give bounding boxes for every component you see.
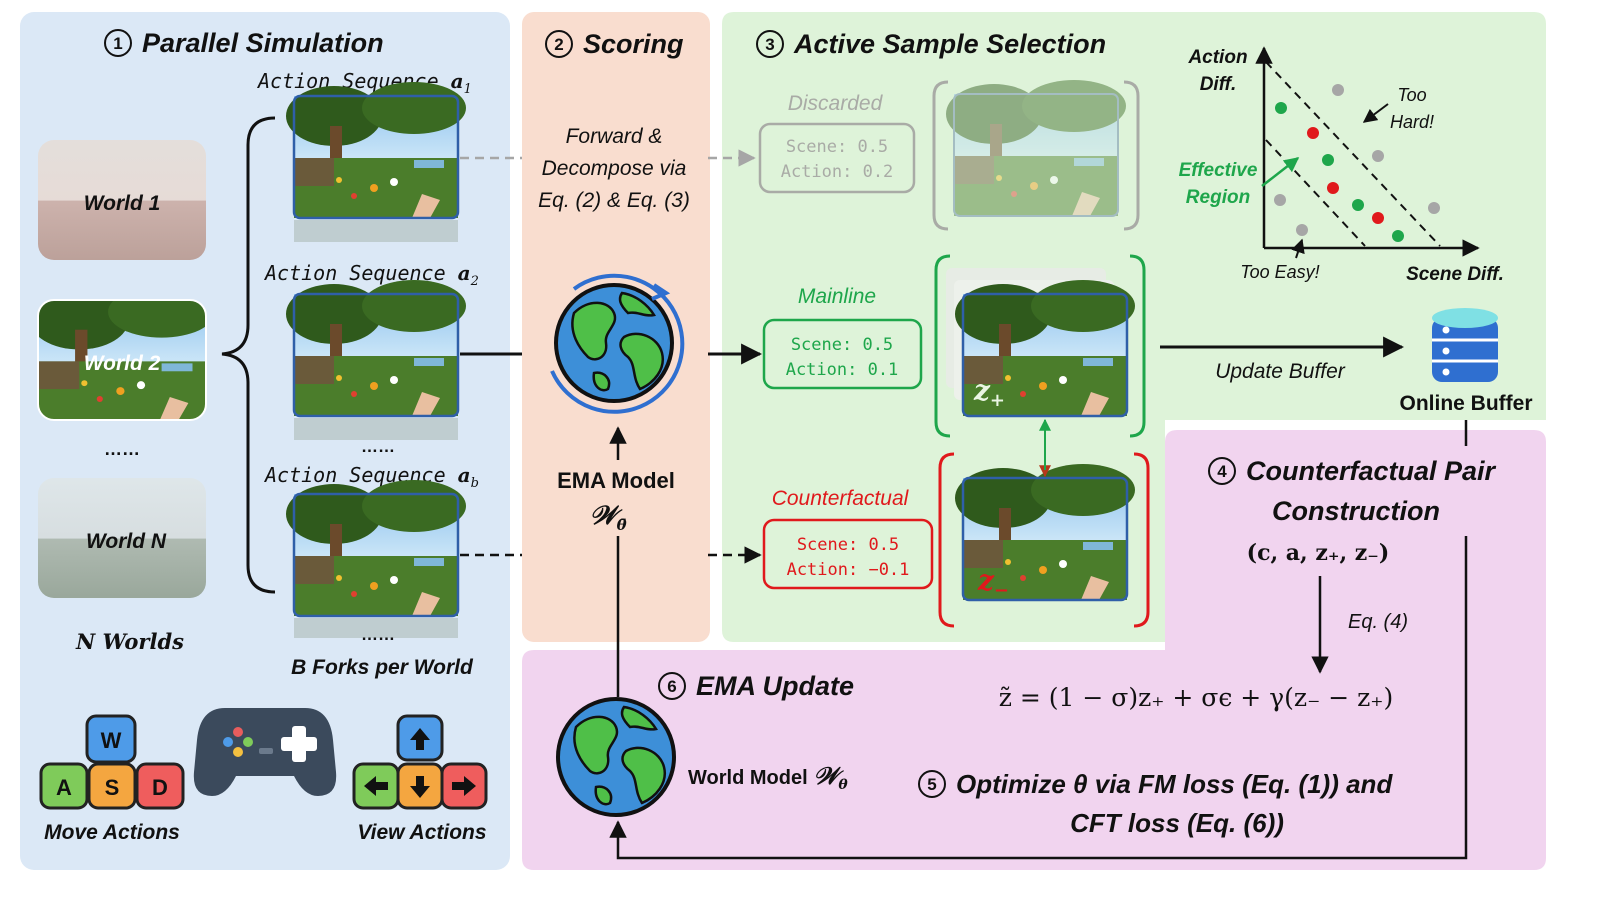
action-sequence-b: Action Sequence ab [263, 463, 479, 638]
world-2-card: World 2 [37, 299, 207, 421]
update-buffer-label: Update Buffer [1215, 360, 1346, 383]
counterfactual-label: Counterfactual [772, 487, 910, 510]
z-plus-symbol: z+ [973, 374, 1005, 411]
too-easy-label: Too Easy! [1240, 262, 1319, 282]
view-actions-label: View Actions [357, 821, 486, 844]
ema-update-title: 6 EMA Update [658, 671, 854, 701]
arrow-left-icon [364, 776, 388, 796]
discarded-score-box [758, 122, 916, 194]
panel-active-selection [722, 12, 1546, 642]
action-sequence-1: Action Sequence a1 [256, 69, 472, 242]
mainline-scene: Scene: 0.5 [791, 335, 893, 355]
discarded-label: Discarded [788, 92, 884, 115]
world-model-earth-icon [556, 697, 676, 817]
action-sequence-2: Action Sequence a2 [263, 261, 479, 440]
scatter-points-green [1275, 102, 1404, 242]
discarded-frame [946, 80, 1126, 217]
scoring-title: 2 Scoring [545, 29, 684, 59]
svg-text:Active Sample Selection: Active Sample Selection [793, 29, 1106, 59]
panel-counterfactual-ema [522, 430, 1546, 870]
svg-text:Optimize θ via FM loss (Eq. (1: Optimize θ via FM loss (Eq. (1)) and [956, 769, 1393, 799]
mainline-action: Action: 0.1 [786, 360, 899, 380]
sequence-b-label: Action Sequence ab [263, 463, 479, 491]
scatter-y-label-1: Action [1187, 47, 1247, 68]
sequences-footer: B Forks per World [291, 656, 474, 679]
world-n-label: World N [86, 530, 167, 553]
ema-model-label: EMA Model [557, 468, 675, 493]
svg-text:Counterfactual Pair: Counterfactual Pair [1246, 456, 1497, 486]
mainline-label: Mainline [798, 285, 876, 308]
online-buffer-label: Online Buffer [1399, 392, 1532, 415]
arrow-up-icon [410, 728, 430, 750]
svg-text:2: 2 [554, 35, 563, 54]
svg-text:Construction: Construction [1272, 496, 1440, 526]
world-n-card: World N [38, 478, 206, 598]
svg-text:Parallel Simulation: Parallel Simulation [142, 28, 384, 58]
counterfactual-scene: Scene: 0.5 [797, 535, 899, 555]
gamepad-icon [193, 708, 337, 796]
selection-title: 3 Active Sample Selection [756, 29, 1106, 59]
discarded-scene: Scene: 0.5 [786, 137, 888, 157]
too-hard-label-2: Hard! [1390, 112, 1434, 132]
svg-text:4: 4 [1217, 462, 1227, 481]
scoring-line-2: Decompose via [542, 157, 687, 180]
effective-region-label-1: Effective [1179, 160, 1258, 181]
optimize-title: 5 Optimize θ via FM loss (Eq. (1)) and C… [918, 769, 1393, 838]
counterfactual-title: 4 Counterfactual Pair Construction [1208, 456, 1497, 526]
arrow-right-icon [452, 776, 476, 796]
scatter-y-label-2: Diff. [1200, 74, 1237, 95]
svg-text:CFT loss (Eq. (6)): CFT loss (Eq. (6)) [1070, 808, 1284, 838]
discarded-bracket [932, 80, 1140, 231]
sequences-ellipsis-1: …… [361, 437, 395, 456]
world-2-label: World 2 [84, 352, 161, 375]
effective-region-label-2: Region [1186, 187, 1250, 208]
worlds-ellipsis: …… [104, 439, 140, 459]
discarded-action: Action: 0.2 [781, 162, 894, 182]
svg-text:Scoring: Scoring [583, 29, 684, 59]
feedback-loop-arrow [609, 536, 1468, 860]
key-w: W [101, 728, 122, 753]
counterfactual-bracket [938, 452, 1150, 628]
counterfactual-score-box [762, 518, 934, 590]
world-1-label: World 1 [84, 192, 161, 215]
move-actions-label: Move Actions [44, 821, 180, 844]
worlds-footer: N Worlds [75, 629, 184, 654]
ema-earth-icon [550, 273, 685, 414]
svg-text:5: 5 [927, 775, 936, 794]
key-s: S [105, 775, 120, 800]
move-keys: W A S D [39, 714, 185, 810]
simulation-title: 1 Parallel Simulation [104, 28, 384, 58]
view-keys [352, 714, 488, 810]
arrow-down-icon [410, 776, 430, 798]
difficulty-scatter: Action Diff. Scene Diff. Too Hard! Too E… [1179, 46, 1504, 285]
scatter-x-label: Scene Diff. [1406, 264, 1504, 285]
svg-text:6: 6 [667, 677, 676, 696]
sequences-ellipsis-2: …… [361, 625, 395, 644]
sequence-2-label: Action Sequence a2 [263, 261, 479, 289]
database-icon [1432, 308, 1498, 382]
scoring-line-3: Eq. (2) & Eq. (3) [538, 189, 690, 212]
eq-4-ref: Eq. (4) [1348, 611, 1408, 633]
world-1-card: World 1 [38, 140, 206, 260]
mainline-bracket [934, 254, 1146, 438]
scoring-line-1: Forward & [566, 125, 663, 148]
counterfactual-frame: z− [955, 464, 1135, 602]
fork-brace [221, 116, 276, 594]
mainline-frame-stack: z+ [946, 268, 1135, 418]
key-d: D [152, 775, 168, 800]
interpolation-formula: z̃ = (1 − σ)z₊ + σϵ + γ(z₋ − z₊) [999, 683, 1393, 712]
key-a: A [56, 775, 72, 800]
z-minus-symbol: z− [977, 564, 1009, 601]
svg-text:1: 1 [113, 34, 122, 53]
too-hard-label-1: Too [1397, 85, 1426, 105]
scatter-points-red [1307, 127, 1384, 224]
mainline-score-box [762, 318, 923, 390]
svg-text:EMA Update: EMA Update [696, 671, 854, 701]
counterfactual-action: Action: −0.1 [787, 560, 910, 580]
pair-tuple: (c, a, z₊, z₋) [1247, 540, 1390, 566]
scatter-points-grey [1274, 84, 1440, 236]
svg-text:3: 3 [765, 35, 774, 54]
